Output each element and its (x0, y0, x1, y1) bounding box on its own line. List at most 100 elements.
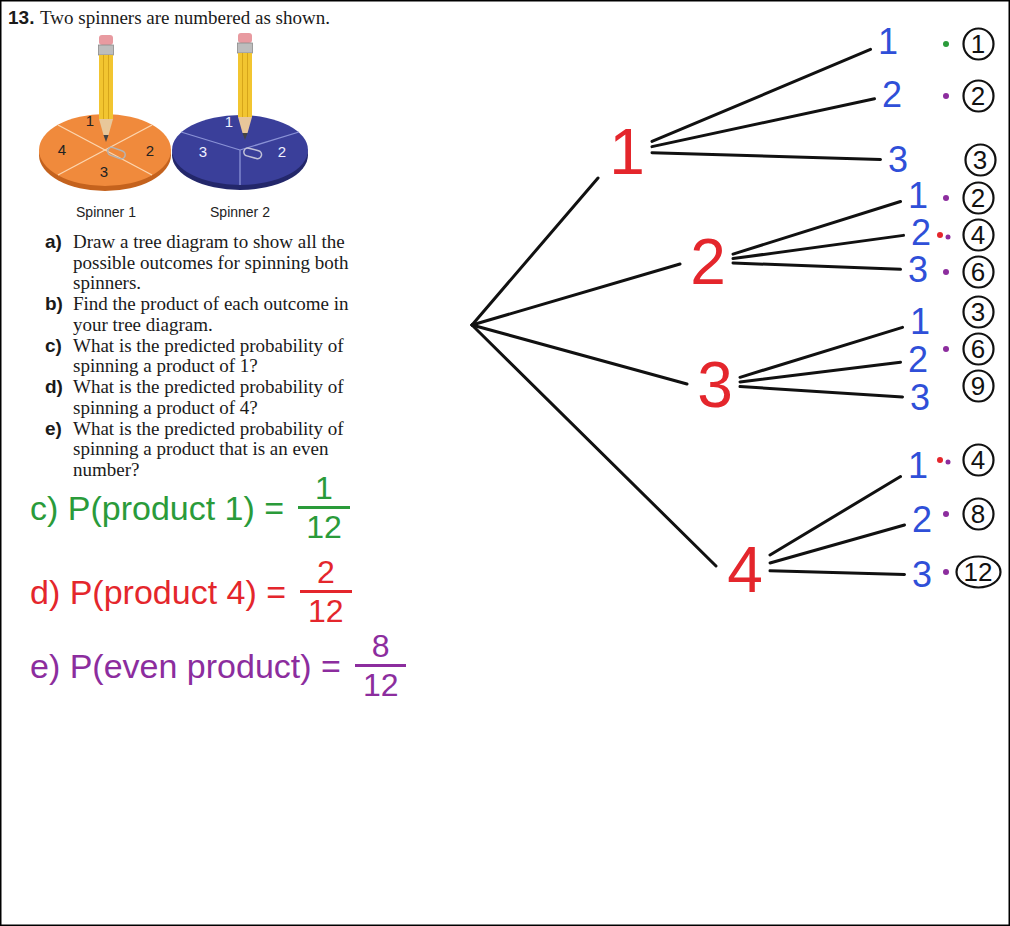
tally-dot (943, 346, 949, 352)
pencil-facet (103, 55, 104, 119)
tally-dot (943, 93, 949, 99)
paperclip (243, 147, 262, 159)
spinner-number: 1 (225, 114, 233, 130)
pencil-eraser (238, 33, 252, 43)
product-oval: 3 (964, 143, 997, 177)
pencil-tip (104, 135, 109, 142)
answer-row: d) P(product 4) = 212 (30, 556, 352, 627)
product-oval: 12 (955, 555, 1002, 589)
paperclip (107, 146, 127, 160)
spinner-disc (172, 115, 308, 185)
node-text: 3 (912, 557, 932, 593)
fraction-numerator: 1 (307, 472, 341, 506)
spinner1-outcome: 2 (686, 230, 730, 294)
branch-line (472, 264, 680, 325)
branch-line (472, 178, 598, 325)
branch-line (652, 49, 871, 141)
sector-line (240, 132, 299, 150)
pencil-facet (242, 53, 243, 117)
node-text: 3 (888, 142, 908, 178)
branch-line (770, 571, 905, 575)
part-text: Find the product of each outcome in your… (73, 294, 373, 335)
pencil-eraser (99, 35, 113, 45)
spinner2-outcome: 1 (906, 304, 935, 340)
node-text: 3 (910, 380, 930, 416)
node-text: 6 (971, 259, 985, 285)
product-oval: 4 (962, 218, 995, 252)
branch-line (652, 99, 875, 147)
oval-outline (963, 257, 993, 288)
oval-outline (963, 183, 993, 214)
spinner-number: 4 (58, 142, 66, 158)
fraction-denominator: 12 (298, 506, 350, 543)
spinner1-outcome: 1 (605, 120, 649, 184)
node-text: 2 (971, 185, 985, 211)
branch-line (740, 387, 903, 397)
node-text: 4 (727, 538, 763, 602)
fraction-numerator: 2 (309, 556, 343, 590)
branch-line (770, 525, 905, 563)
oval-outline (963, 297, 993, 328)
oval-outline (965, 145, 995, 176)
branch-line (740, 362, 901, 382)
branch-line (472, 325, 687, 384)
product-oval: 8 (962, 497, 995, 531)
pencil-ferrule (238, 43, 253, 53)
node-text: 4 (971, 447, 985, 473)
pencil-wood (238, 117, 252, 133)
part-letter: e) (45, 419, 62, 440)
node-text: 3 (697, 353, 733, 417)
pencil-wood (99, 119, 113, 135)
part-letter: c) (45, 336, 62, 357)
node-text: 2 (908, 342, 928, 378)
tally-dot (943, 195, 949, 201)
oval-outline (963, 81, 993, 112)
answer-equation: e) P(even product) = (30, 649, 341, 683)
node-text: 4 (971, 222, 985, 248)
product-oval: 1 (962, 27, 995, 61)
pencil-facet (247, 53, 248, 117)
spinner-number: 3 (199, 144, 207, 160)
spinner1-outcome: 3 (693, 353, 737, 417)
spinner-caption: Spinner 1 (76, 204, 136, 220)
spinner-caption: Spinner 2 (210, 204, 270, 220)
spinner1-outcome: 4 (723, 538, 767, 602)
answer-equation: d) P(product 4) = (30, 575, 286, 609)
node-text: 2 (911, 215, 931, 251)
product-oval: 6 (962, 332, 995, 366)
spinner2-outcome: 3 (906, 380, 935, 416)
spinner2-outcome: 1 (904, 448, 933, 484)
node-text: 1 (878, 24, 898, 60)
spinner-disc (39, 114, 171, 186)
spinner2-outcome: 1 (904, 178, 933, 214)
branch-line (733, 235, 904, 258)
fraction-denominator: 12 (355, 664, 407, 701)
question-text: Two spinners are numbered as shown. (40, 8, 330, 29)
sector-line (105, 125, 152, 150)
node-text: 3 (908, 252, 928, 288)
branch-line (472, 325, 716, 566)
spinner2-outcome: 2 (908, 502, 937, 538)
product-oval: 9 (962, 369, 995, 403)
node-text: 2 (690, 230, 726, 294)
spinner-number: 2 (146, 143, 154, 159)
node-text: 9 (971, 373, 985, 399)
spinner2-outcome: 2 (907, 215, 936, 251)
node-text: 2 (971, 83, 985, 109)
fraction-denominator: 12 (300, 590, 352, 627)
fraction: 112 (298, 472, 350, 543)
pencil-tip (243, 133, 248, 140)
branch-line (652, 153, 881, 160)
answer-equation: c) P(product 1) = (30, 491, 284, 525)
spinner2-outcome: 3 (908, 557, 937, 593)
tally-dot (946, 235, 951, 240)
node-text: 1 (609, 120, 645, 184)
part-text: What is the predicted probability of spi… (73, 336, 373, 377)
pencil-ferrule (99, 45, 114, 55)
spinner2-outcome: 3 (904, 252, 933, 288)
node-text: 3 (973, 147, 987, 173)
node-text: 1 (908, 178, 928, 214)
